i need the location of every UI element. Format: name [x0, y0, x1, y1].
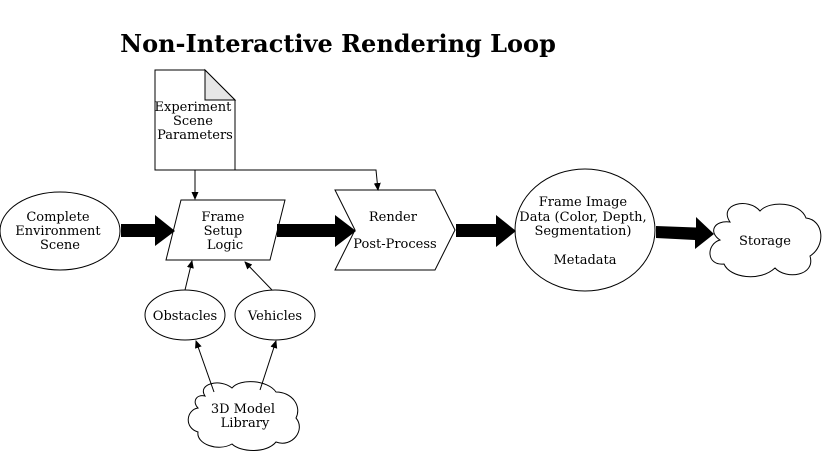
vehicles-label: Vehicles — [247, 309, 302, 324]
arrow-obstacles-to-setup — [184, 260, 194, 291]
frame-image-data-node: Frame Image Data (Color, Depth, Segmenta… — [514, 168, 656, 292]
frame-image-line-4: Metadata — [553, 253, 616, 268]
model-library-cloud-node: 3D Model Library — [187, 381, 300, 451]
arrow-vehicles-to-setup — [244, 261, 273, 291]
frame-setup-line-1: Frame — [201, 210, 244, 225]
env-line-3: Scene — [40, 238, 80, 253]
render-node: Render Post-Process — [334, 189, 456, 271]
storage-label: Storage — [739, 234, 791, 249]
svg-text:Experiment Scene P: Experiment Scene Parameters — [155, 100, 236, 143]
storage-cloud-node: Storage — [709, 203, 822, 278]
diagram-title: Non-Interactive Rendering Loop — [120, 29, 556, 58]
complete-environment-scene-node: Complete Environment Scene — [0, 191, 121, 271]
render-line-2: Post-Process — [353, 237, 436, 252]
model-library-line-1: 3D Model — [211, 402, 275, 417]
model-library-line-2: Library — [221, 416, 270, 431]
svg-text:Frame Setup Logic: Frame Setup Logic — [201, 210, 248, 253]
frame-image-line-1: Frame Image — [539, 195, 628, 210]
arrow-setup-to-render — [277, 215, 356, 247]
params-line-1: Experiment — [155, 100, 233, 115]
env-line-1: Complete — [26, 210, 89, 225]
obstacles-label: Obstacles — [153, 309, 217, 324]
arrow-params-to-render — [235, 169, 381, 191]
arrow-library-to-vehicles — [259, 340, 278, 391]
arrow-frame-image-to-storage — [656, 217, 714, 249]
frame-setup-logic-node: Frame Setup Logic — [165, 199, 286, 261]
params-line-2: Scene — [173, 114, 213, 129]
vehicles-node: Vehicles — [234, 289, 316, 341]
arrow-render-to-frame-image — [456, 215, 516, 247]
render-line-1: Render — [369, 210, 418, 225]
obstacles-node: Obstacles — [144, 289, 226, 341]
frame-image-line-2: Data (Color, Depth, — [519, 210, 646, 225]
arrow-library-to-obstacles — [195, 340, 215, 393]
env-line-2: Environment — [15, 224, 101, 239]
experiment-scene-parameters-node: Experiment Scene Parameters — [154, 68, 237, 171]
arrow-env-to-setup — [121, 215, 175, 246]
frame-setup-line-2: Setup — [204, 224, 243, 239]
svg-text:3D Model Library: 3D Model Library — [211, 402, 279, 431]
params-line-3: Parameters — [157, 128, 233, 143]
svg-text:Complete Environment: Complete Environment Scene — [15, 210, 105, 253]
frame-setup-line-3: Logic — [207, 238, 243, 253]
frame-image-line-3: Segmentation) — [534, 224, 631, 239]
svg-text:Render Post-Process: Render Post-Process — [353, 210, 436, 252]
svg-text:Frame Image Data (Color,: Frame Image Data (Color, Depth, Segmenta… — [519, 195, 650, 268]
